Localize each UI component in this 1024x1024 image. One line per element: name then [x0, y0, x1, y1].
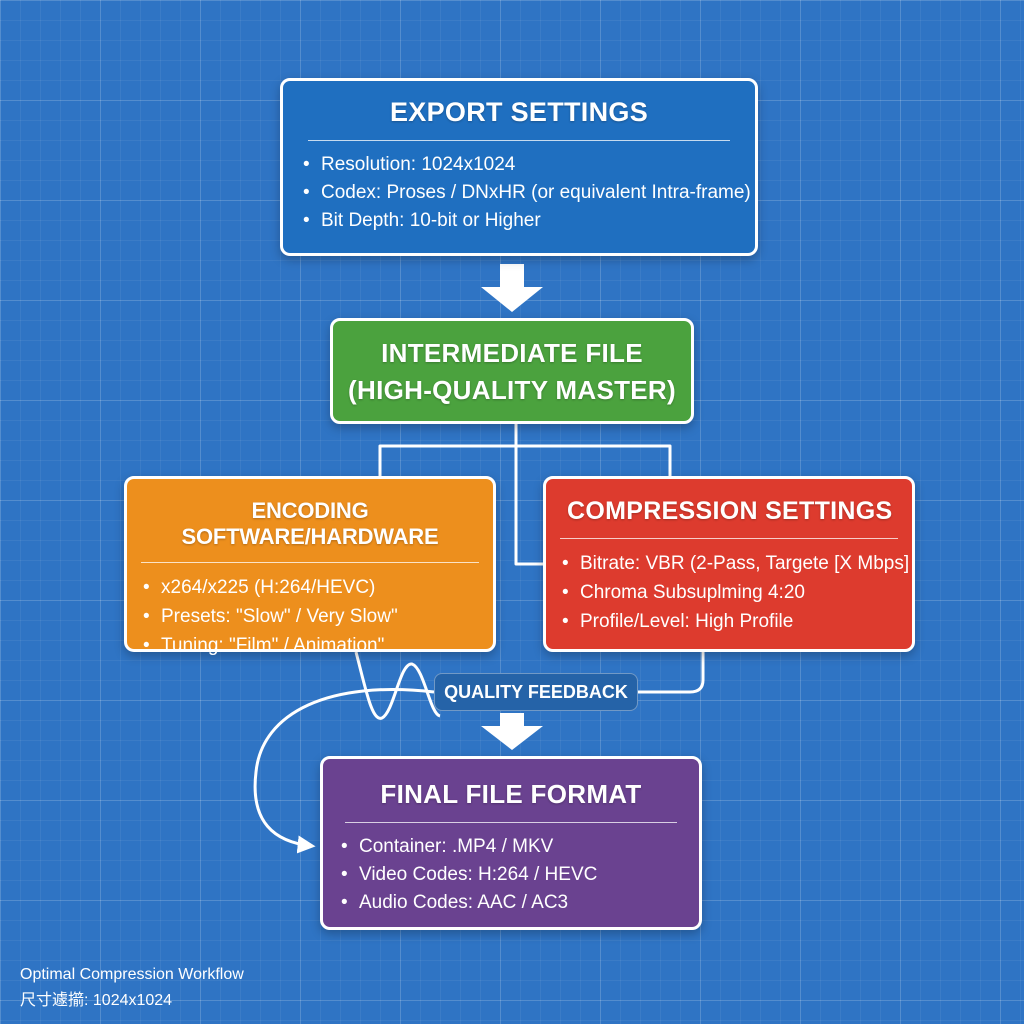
list-item: x264/x225 (H:264/HEVC) — [143, 573, 493, 602]
export-settings-title: EXPORT SETTINGS — [389, 97, 649, 127]
intermediate-file-box: INTERMEDIATE FILE (HIGH-QUALITY MASTER) — [330, 318, 694, 424]
down-arrow-final — [481, 713, 543, 750]
compression-link-line — [514, 446, 543, 566]
quality-feedback-label: QUALITY FEEDBACK — [434, 673, 638, 711]
compression-settings-divider — [560, 538, 898, 539]
intermediate-title-line-1: INTERMEDIATE FILE — [381, 338, 643, 368]
intermediate-title-line-2: (HIGH-QUALITY MASTER) — [348, 375, 676, 405]
caption-line-2: 尺寸遽擶: 1024x1024 — [20, 992, 173, 1009]
list-item: Container: .MP4 / MKV — [341, 833, 699, 861]
list-item: Codex: Proses / DNxHR (or equivalent Int… — [303, 179, 755, 207]
intermediate-file-title: INTERMEDIATE FILE (HIGH-QUALITY MASTER) — [333, 335, 691, 409]
down-arrow-export — [481, 264, 543, 312]
encoding-title: ENCODING SOFTWARE/HARDWARE — [181, 498, 439, 549]
export-settings-box: EXPORT SETTINGS Resolution: 1024x1024 Co… — [280, 78, 758, 256]
feedback-wave-line — [354, 651, 441, 720]
list-item: Audio Codes: AAC / AC3 — [341, 889, 699, 917]
final-file-format-box: FINAL FILE FORMAT Container: .MP4 / MKV … — [320, 756, 702, 930]
feedback-loop-arrow — [253, 688, 435, 854]
encoding-list: x264/x225 (H:264/HEVC) Presets: "Slow" /… — [127, 573, 493, 660]
feedback-return-line — [638, 652, 705, 694]
list-item: Resolution: 1024x1024 — [303, 151, 755, 179]
final-file-format-divider — [345, 822, 677, 823]
compression-settings-list: Bitrate: VBR (2-Pass, Targete [X Mbps] C… — [546, 549, 912, 636]
list-item: Presets: "Slow" / Very Slow" — [143, 602, 493, 631]
encoding-box: ENCODING SOFTWARE/HARDWARE x264/x225 (H:… — [124, 476, 496, 660]
final-file-format-title: FINAL FILE FORMAT — [380, 779, 642, 809]
list-item: Bitrate: VBR (2-Pass, Targete [X Mbps] — [562, 549, 912, 578]
final-file-format-list: Container: .MP4 / MKV Video Codes: H:264… — [323, 833, 699, 917]
list-item: Chroma Subsuplming 4:20 — [562, 578, 912, 607]
compression-settings-box: COMPRESSION SETTINGS Bitrate: VBR (2-Pas… — [543, 476, 915, 652]
caption-line-1: Optimal Compression Workflow — [20, 966, 244, 983]
export-settings-list: Resolution: 1024x1024 Codex: Proses / DN… — [283, 151, 755, 235]
compression-settings-title: COMPRESSION SETTINGS — [567, 497, 893, 525]
list-item: Profile/Level: High Profile — [562, 607, 912, 636]
list-item: Video Codes: H:264 / HEVC — [341, 861, 699, 889]
diagram-caption: Optimal Compression Workflow 尺寸遽擶: 1024x… — [20, 962, 244, 1014]
list-item: Bit Depth: 10-bit or Higher — [303, 207, 755, 235]
list-item: Tuning: "Film" / Animation" — [143, 631, 493, 660]
encoding-divider — [141, 562, 479, 563]
branch-connector — [378, 424, 672, 476]
export-settings-divider — [308, 140, 730, 141]
